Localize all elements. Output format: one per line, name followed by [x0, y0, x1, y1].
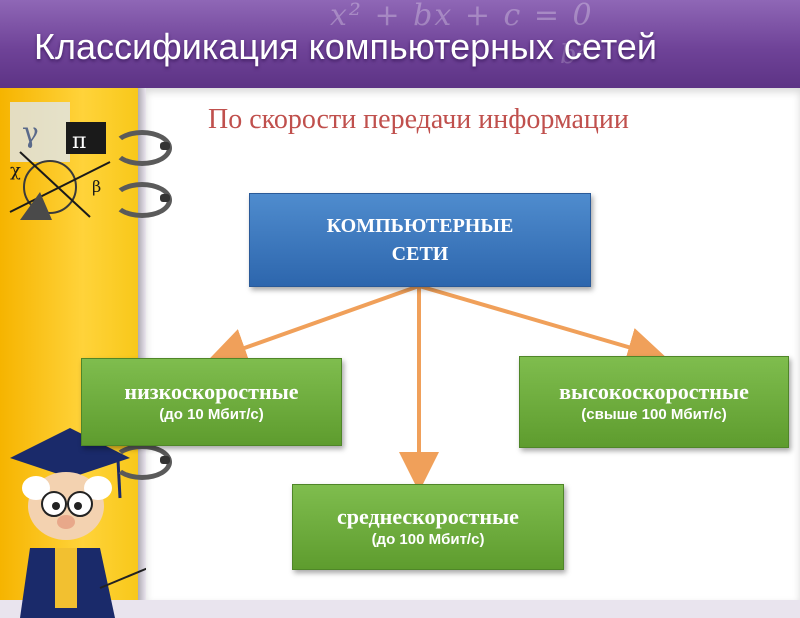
arrow-to-low: [206, 284, 420, 367]
svg-text:π: π: [72, 129, 86, 154]
root-node-label-line1: КОМПЬЮТЕРНЫЕ: [326, 215, 514, 237]
node-high-speed-label: высокоскоростные: [559, 379, 749, 404]
node-high-speed-detail: (свыше 100 Мбит/с): [581, 406, 727, 423]
binder-ring-dot: [160, 194, 170, 202]
formula-decoration-2: b²: [560, 40, 588, 70]
node-low-speed-label: низкоскоростные: [124, 379, 299, 404]
svg-text:β: β: [92, 177, 101, 196]
header-band: x² + bx + c = 0 b² Классификация компьют…: [0, 0, 800, 88]
diagram-arrows: [206, 284, 668, 492]
node-low-speed-detail: (до 10 Мбит/с): [159, 406, 264, 423]
node-mid-speed-detail: (до 100 Мбит/с): [371, 531, 485, 548]
slide-title: Классификация компьютерных сетей: [34, 26, 657, 67]
root-node-label-line2: СЕТИ: [391, 243, 449, 265]
professor-character-icon: [10, 428, 149, 618]
root-node-computer-networks: КОМПЬЮТЕРНЫЕ СЕТИ: [249, 193, 591, 287]
panel-edge-shadow: [138, 88, 146, 600]
svg-text:γ: γ: [22, 116, 39, 149]
binder-ring-dot: [160, 456, 170, 464]
node-mid-speed: среднескоростные (до 100 Мбит/с): [292, 484, 564, 570]
node-high-speed: высокоскоростные (свыше 100 Мбит/с): [519, 356, 789, 448]
left-decorative-strip: γ π χ β: [0, 88, 149, 618]
arrow-to-high: [418, 284, 668, 367]
slide-subtitle: По скорости передачи информации: [208, 104, 629, 135]
svg-text:χ: χ: [10, 160, 21, 181]
binder-ring-dot: [160, 142, 170, 150]
formula-decoration: x² + bx + c = 0: [330, 0, 594, 33]
math-collage-icon: γ π χ β: [9, 102, 111, 220]
node-low-speed: низкоскоростные (до 10 Мбит/с): [81, 358, 342, 446]
node-mid-speed-label: среднескоростные: [337, 504, 519, 529]
